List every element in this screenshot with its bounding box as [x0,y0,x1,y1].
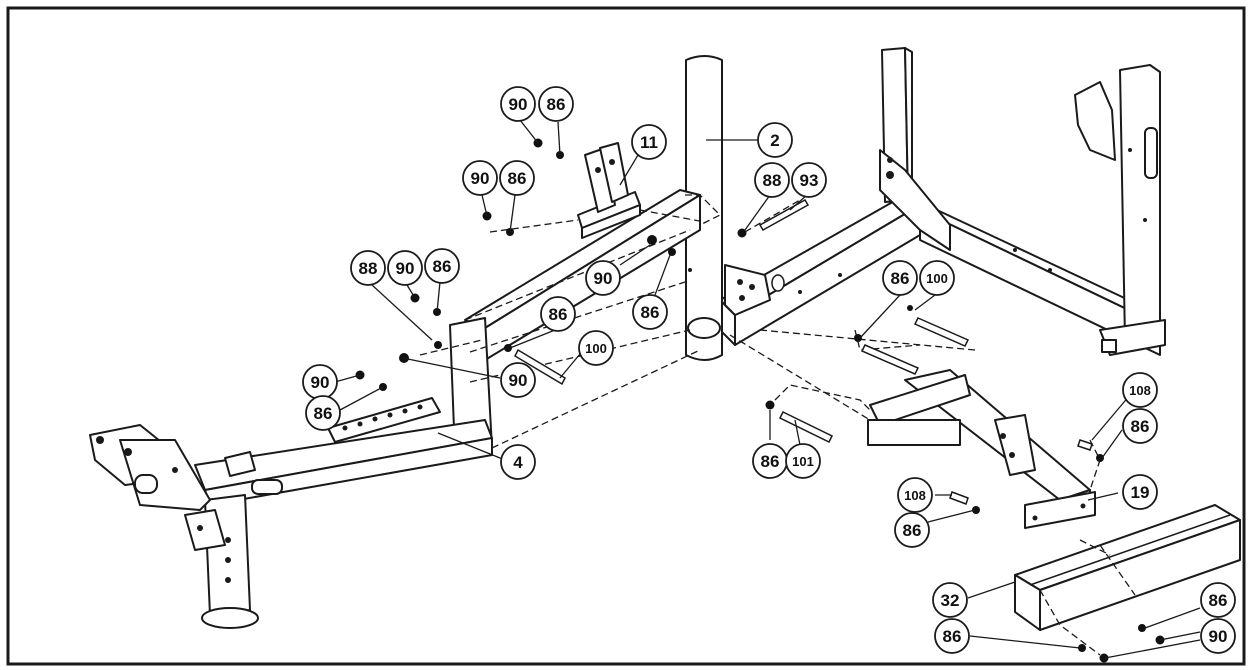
svg-text:90: 90 [594,269,613,288]
callout-90-e: 90 [500,362,536,398]
svg-text:101: 101 [792,454,814,469]
svg-text:108: 108 [904,488,926,503]
callout-86-d: 86 [632,294,668,330]
svg-text:86: 86 [641,303,660,322]
svg-text:86: 86 [314,404,333,423]
svg-text:90: 90 [471,169,490,188]
callout-4: 4 [500,444,536,480]
svg-text:86: 86 [547,95,566,114]
part-19-arm [867,369,1096,529]
callout-86-h: 86 [1122,408,1158,444]
callout-2: 2 [757,122,793,158]
callout-90-d: 90 [585,260,621,296]
svg-text:90: 90 [509,371,528,390]
callout-86-b: 86 [499,160,535,196]
callout-90-c: 90 [387,250,423,286]
svg-text:86: 86 [761,452,780,471]
svg-text:90: 90 [311,373,330,392]
callout-86-f: 86 [305,395,341,431]
callout-19: 19 [1122,474,1158,510]
callout-leaders [334,119,1201,659]
svg-text:100: 100 [926,271,948,286]
svg-text:32: 32 [941,591,960,610]
callout-108-a: 108 [1122,372,1158,408]
callout-86-l: 86 [934,618,970,654]
callout-86-g: 86 [882,260,918,296]
svg-text:11: 11 [640,133,658,152]
svg-text:90: 90 [509,95,528,114]
svg-text:93: 93 [800,171,819,190]
svg-text:86: 86 [903,521,922,540]
callout-86-j: 86 [894,512,930,548]
callout-100-a: 100 [578,330,614,366]
callout-100-b: 100 [919,260,955,296]
callout-86-e: 86 [540,296,576,332]
callout-86-c: 86 [424,248,460,284]
callout-90-g: 90 [1200,618,1236,654]
svg-text:88: 88 [359,259,378,278]
svg-text:4: 4 [513,453,523,472]
svg-text:19: 19 [1131,483,1150,502]
svg-text:86: 86 [1209,591,1228,610]
base-frame [719,47,1166,356]
svg-text:2: 2 [770,131,779,150]
svg-text:86: 86 [549,305,568,324]
callout-86-k: 86 [1200,582,1236,618]
callout-93: 93 [791,162,827,198]
callout-86-a: 86 [538,86,574,122]
callout-108-b: 108 [897,477,933,513]
svg-text:88: 88 [763,171,782,190]
callout-bubbles: 90 86 11 2 90 86 88 93 88 90 86 90 86 86… [302,86,1236,654]
svg-text:100: 100 [585,341,607,356]
callout-90-a: 90 [500,86,536,122]
part-11-bracket [577,142,641,239]
svg-text:86: 86 [1131,417,1150,436]
svg-text:86: 86 [891,269,910,288]
callout-32: 32 [932,582,968,618]
callout-11: 11 [631,124,667,160]
callout-86-i: 86 [752,443,788,479]
assembly-lines [419,194,1136,656]
svg-text:90: 90 [396,259,415,278]
callout-88-b: 88 [350,250,386,286]
svg-text:86: 86 [943,627,962,646]
svg-text:86: 86 [433,257,452,276]
callout-90-f: 90 [302,364,338,400]
svg-text:90: 90 [1209,627,1228,646]
callout-88-a: 88 [754,162,790,198]
callout-90-b: 90 [462,160,498,196]
part-2-post [685,55,723,361]
callout-101: 101 [785,443,821,479]
svg-text:86: 86 [508,169,527,188]
part-32-channel [1014,504,1241,631]
part-4-arm [89,317,493,629]
svg-text:108: 108 [1129,383,1151,398]
